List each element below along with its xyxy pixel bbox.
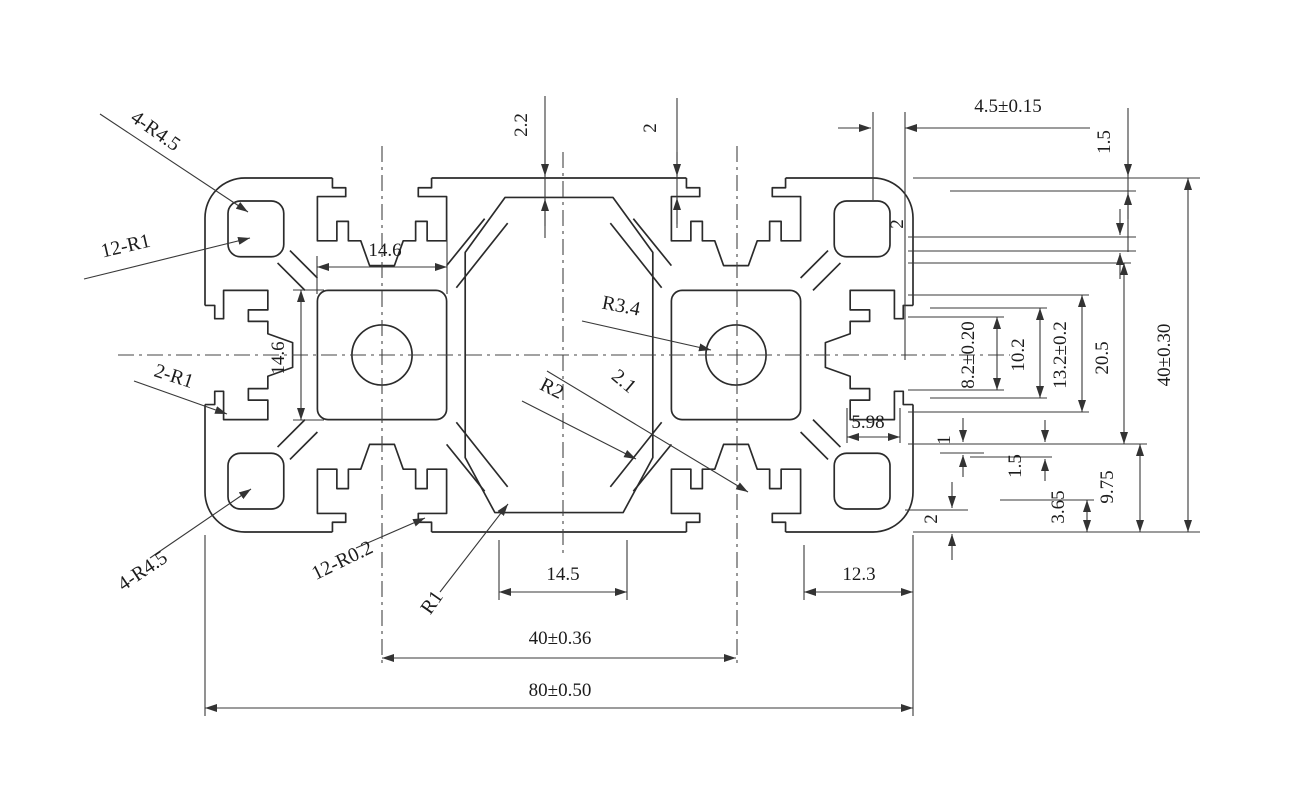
dim-slot-inner: 13.2±0.2: [1050, 321, 1071, 388]
outer-profile-path: [204, 177, 914, 533]
dim-wall-3-65: 3.65: [1048, 490, 1069, 523]
dim-cavity-width: 14.6: [368, 240, 401, 261]
dimension-5-98: 5.98: [847, 412, 900, 441]
dimension-40-horizontal: 40±0.36: [382, 628, 736, 662]
callout-slot-fillet-12: 12-R0.2: [308, 536, 376, 584]
dim-bottom-opening: 14.5: [546, 564, 579, 585]
callout-12r02: 12-R0.2: [308, 517, 426, 585]
dimension-1-5-right: 1.5: [1005, 420, 1049, 481]
dim-wall-one: 1: [934, 435, 955, 445]
callout-corner-radius-top: 4-R4.5: [127, 106, 185, 156]
dimension-9-75: 9.75: [1097, 444, 1144, 532]
dimension-10-2: 10.2: [1008, 308, 1044, 398]
dim-wall-one-five: 1.5: [1005, 454, 1026, 478]
profile-cross-section: [205, 178, 913, 532]
dimension-20-5: 20.5: [1092, 263, 1128, 444]
dim-right-offset: 12.3: [842, 564, 875, 585]
callout-r34: R3.4: [581, 292, 712, 352]
dim-right-lip: 2: [887, 219, 908, 229]
callout-4r45-top: 4-R4.5: [99, 106, 249, 213]
callout-web-thickness: 2.1: [607, 365, 640, 398]
callout-2r1: 2-R1: [133, 360, 228, 415]
callout-edge-fillet-2: 2-R1: [151, 360, 196, 393]
dimension-14-6-horizontal: 14.6: [317, 240, 447, 271]
dimension-80: 80±0.50: [205, 680, 913, 712]
dimension-40-vertical: 40±0.30: [1154, 178, 1192, 532]
dim-groove-width: 5.98: [851, 412, 884, 433]
dimension-2-right: 2: [887, 209, 1124, 279]
dim-overall-height: 40±0.30: [1154, 324, 1175, 387]
dimension-2-top: 2: [640, 123, 681, 224]
dimension-1: 1: [934, 418, 967, 477]
dim-top-lip: 2: [640, 123, 661, 133]
dim-slot-opening: 8.2±0.20: [958, 321, 979, 388]
dim-wall-9-75: 9.75: [1097, 470, 1118, 503]
callout-center-hole-radius: R3.4: [600, 292, 642, 321]
dim-top-step: 1.5: [1094, 130, 1115, 154]
dimension-12-3: 12.3: [804, 564, 913, 596]
dimension-3-65: 3.65: [1048, 490, 1091, 532]
dimension-13-2: 13.2±0.2: [1050, 295, 1086, 412]
center-lines: [118, 146, 1010, 668]
dim-slot-mid: 10.2: [1008, 338, 1029, 371]
callout-r1: R1: [416, 503, 509, 619]
dimension-2-2: 2.2: [511, 113, 549, 226]
dim-top-wall: 2.2: [511, 113, 532, 137]
dim-bottom-lip: 2: [921, 514, 942, 524]
dim-half-height: 20.5: [1092, 341, 1113, 374]
dimension-2-bottom-right: 2: [921, 482, 956, 560]
dim-overall-width: 80±0.50: [529, 680, 592, 701]
extension-lines: [204, 96, 1200, 716]
dimension-1-5-top-right: 1.5: [1094, 130, 1132, 219]
center-octagon-cavity: [464, 196, 654, 514]
callout-fillet-r1: R1: [416, 587, 447, 619]
dimension-14-5: 14.5: [499, 564, 627, 596]
dimension-4-5: 4.5±0.15: [838, 96, 1090, 132]
dim-cavity-height: 14.6: [268, 341, 289, 374]
callout-inner-fillet-12: 12-R1: [99, 230, 153, 263]
dim-slot-pitch: 40±0.36: [529, 628, 592, 649]
dimension-14-6-vertical: 14.6: [268, 290, 305, 420]
dim-edge-wall: 4.5±0.15: [974, 96, 1041, 117]
callout-corner-radius-bottom: 4-R4.5: [114, 547, 172, 596]
callout-12r1: 12-R1: [83, 230, 251, 280]
dimension-8-2: 8.2±0.20: [958, 317, 1001, 390]
